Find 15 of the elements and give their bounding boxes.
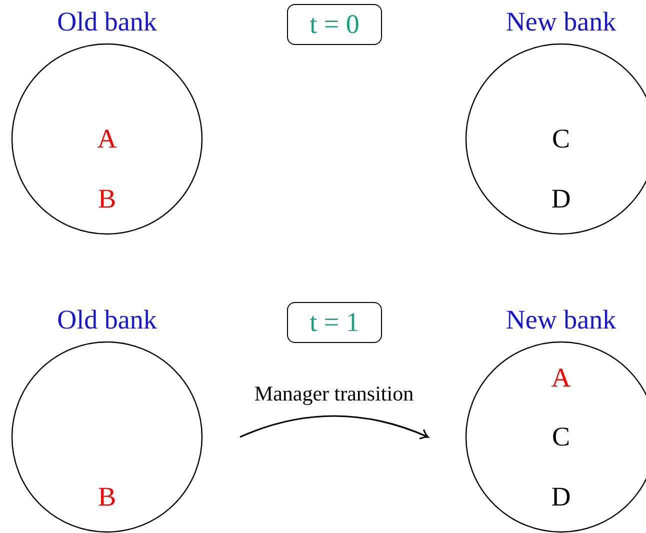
member-letter: A bbox=[551, 364, 571, 392]
group-heading: Old bank bbox=[57, 8, 157, 36]
group-heading: Old bank bbox=[57, 306, 157, 334]
time-label-box: t = 0 bbox=[287, 4, 382, 45]
member-letter: B bbox=[98, 186, 116, 212]
edge-label: Manager transition bbox=[254, 384, 414, 404]
time-label-box: t = 1 bbox=[287, 302, 382, 343]
member-letter: A bbox=[97, 126, 117, 152]
group-heading: New bank bbox=[506, 306, 616, 334]
group-heading: New bank bbox=[506, 8, 616, 36]
member-letter: C bbox=[552, 126, 570, 152]
member-letter: B bbox=[98, 484, 116, 510]
member-letter: D bbox=[551, 186, 571, 212]
member-letter: D bbox=[551, 484, 571, 510]
member-letter: C bbox=[552, 424, 570, 450]
